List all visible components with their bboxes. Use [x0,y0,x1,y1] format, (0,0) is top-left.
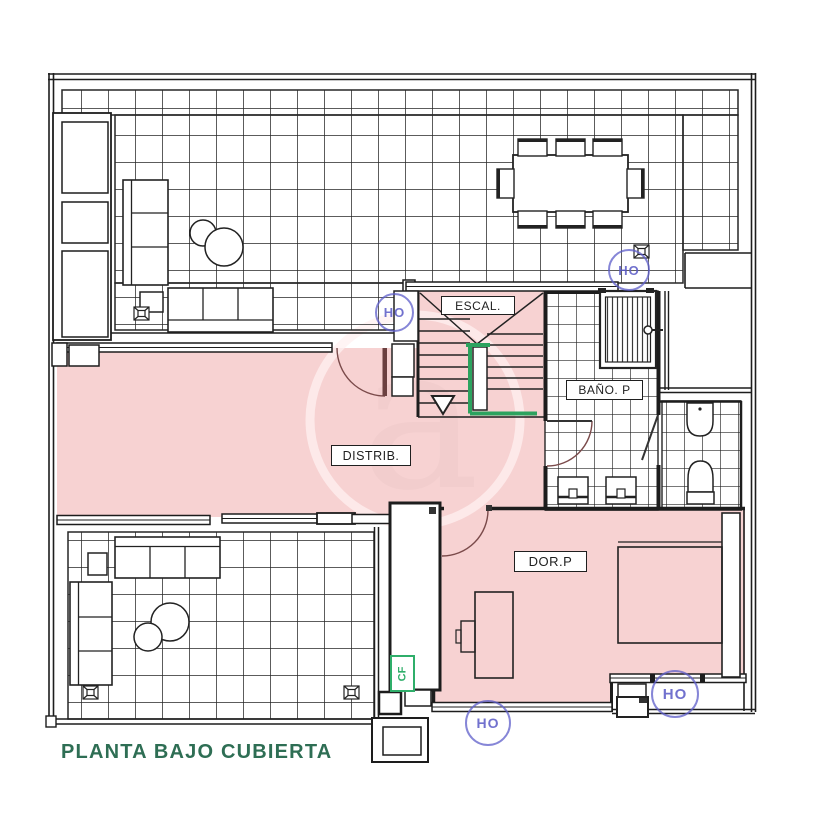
sofa [114,536,221,579]
bed [617,546,723,644]
sofa [122,179,169,286]
ho-stamp: HO [465,700,511,746]
highlighted-rooms [57,291,745,703]
cf-marker: CF [390,655,415,692]
toilet [687,460,714,493]
dining-set [496,138,645,229]
room-label-bathroom: BAÑO. P [566,380,643,400]
terrace-tile-floors [61,89,739,720]
room-label-bedroom: DOR.P [514,551,587,572]
planter-cabinets [52,112,112,341]
sink [605,476,637,505]
room-label-stairs: ESCAL. [441,296,515,315]
plan-title: PLANTA BAJO CUBIERTA [61,741,333,763]
bottom-terrace-lounge [69,536,221,686]
stair-direction-arrow [430,395,456,416]
ho-stamp: HO [651,670,699,718]
side-table [87,552,108,576]
room-label-distributor: DISTRIB. [331,445,411,466]
round-table [133,622,163,652]
bidet [686,402,714,437]
top-terrace-lounge [122,179,274,333]
service-shaft [371,501,442,763]
handrail-green [466,343,537,416]
bedroom-furniture [455,512,741,718]
bathroom-fixtures [557,288,715,505]
sofa [69,581,113,686]
sofa [167,287,274,333]
sink [557,476,589,505]
door-leaf [382,348,387,396]
drains [82,244,650,700]
ho-stamp: HO [375,293,414,332]
ho-stamp: HO [608,249,650,291]
round-table [204,227,244,267]
svg-text:a: a [360,302,479,535]
doors [336,343,659,557]
